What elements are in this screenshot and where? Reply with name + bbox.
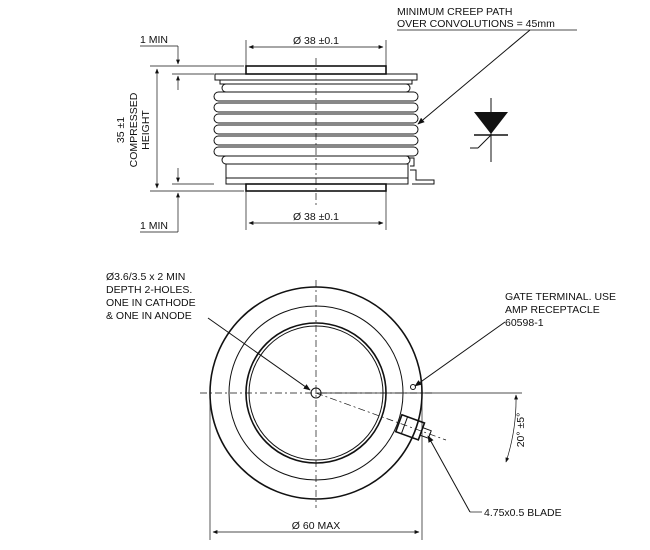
gate-terminal <box>394 413 432 441</box>
bottom-diameter-label: Ø 38 ±0.1 <box>293 211 339 223</box>
bottom-electrode <box>245 183 387 192</box>
height-caption-2: HEIGHT <box>140 110 152 150</box>
gate-leader <box>414 321 506 387</box>
hole-note-line-1: Ø3.6/3.5 x 2 MIN <box>106 271 185 283</box>
blade-label: 4.75x0.5 BLADE <box>484 507 562 519</box>
gate-note-line-1: GATE TERMINAL. USE <box>505 291 616 303</box>
side-view: 35 ±1 COMPRESSED HEIGHT 1 MIN 1 MIN Ø 38… <box>115 6 577 233</box>
gate-note-line-3: 60598-1 <box>505 317 544 329</box>
gate-axis-line <box>315 392 447 441</box>
gate-note-line-2: AMP RECEPTACLE <box>505 304 600 316</box>
top-diameter-label: Ø 38 ±0.1 <box>293 35 339 47</box>
top-view: Ø3.6/3.5 x 2 MIN DEPTH 2-HOLES. ONE IN C… <box>106 271 616 540</box>
bottom-flange <box>225 177 409 185</box>
hole-note-line-4: & ONE IN ANODE <box>106 310 192 322</box>
thyristor-symbol <box>470 98 508 162</box>
gate-point <box>410 384 416 390</box>
hole-leader <box>207 317 311 391</box>
hole-note-line-3: ONE IN CATHODE <box>106 297 196 309</box>
creep-leader <box>417 29 531 125</box>
height-caption-1: COMPRESSED <box>128 92 140 167</box>
angle-label: 20° ±5° <box>515 413 527 448</box>
convolutions <box>213 83 419 165</box>
hole-note-line-2: DEPTH 2-HOLES. <box>106 284 192 296</box>
creep-note-line-1: MINIMUM CREEP PATH <box>397 6 513 18</box>
angle-arc <box>505 394 519 463</box>
lower-body <box>225 163 409 179</box>
bottom-min-label: 1 MIN <box>140 220 168 232</box>
top-min-label: 1 MIN <box>140 34 168 46</box>
outer-diameter-label: Ø 60 MAX <box>292 520 340 532</box>
gate-lead-side <box>408 157 435 185</box>
creep-note-line-2: OVER CONVOLUTIONS = 45mm <box>397 18 555 30</box>
height-value: 35 ±1 <box>115 117 127 143</box>
blade-leader <box>427 435 471 513</box>
